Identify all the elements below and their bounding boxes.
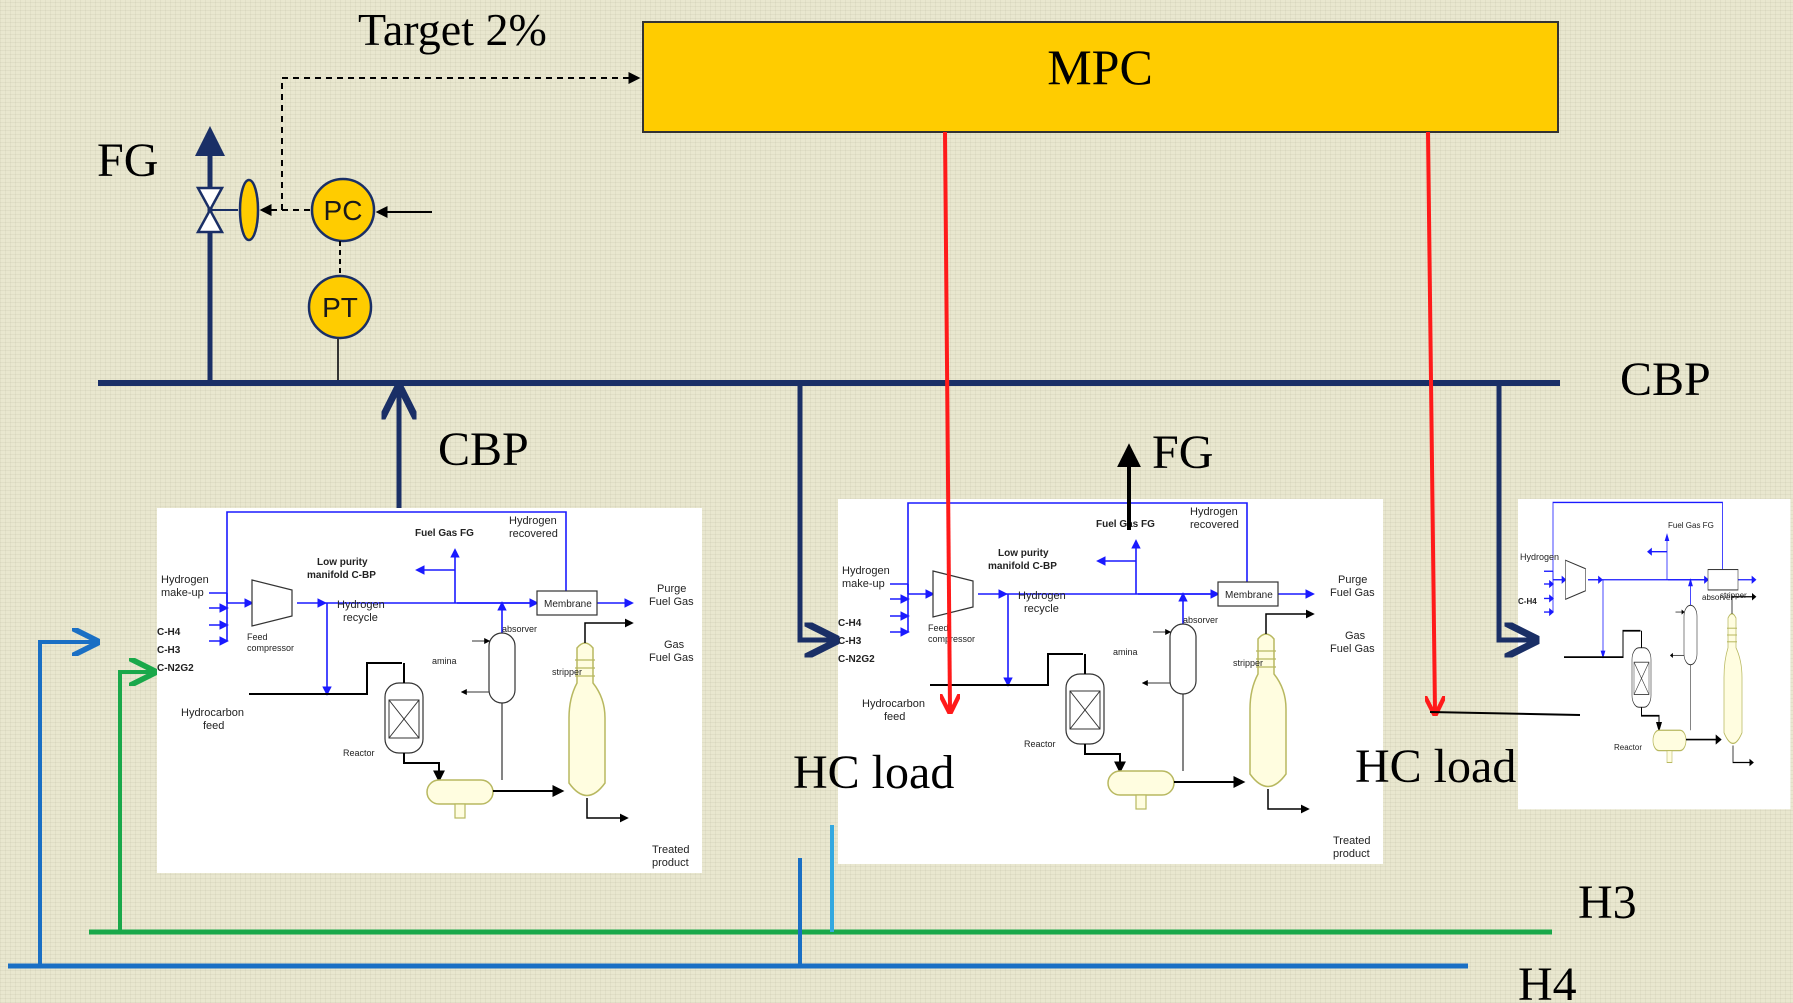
svg-text:Gas: Gas [664, 639, 685, 651]
pc-label: PC [324, 195, 363, 226]
svg-text:Fuel Gas FG: Fuel Gas FG [1668, 521, 1714, 530]
hc-feed-unit3 [1429, 711, 1581, 716]
svg-text:absorver: absorver [1183, 615, 1218, 625]
svg-text:Reactor: Reactor [343, 748, 375, 758]
svg-text:C-N2G2: C-N2G2 [838, 654, 875, 665]
svg-text:product: product [1333, 848, 1370, 860]
svg-text:manifold C-BP: manifold C-BP [988, 561, 1057, 572]
svg-text:product: product [652, 857, 689, 869]
svg-text:Membrane: Membrane [544, 599, 592, 610]
mpc-mv-line-1 [945, 131, 950, 710]
cbp-drop-unit3 [1496, 383, 1536, 640]
svg-text:amina: amina [1113, 647, 1138, 657]
svg-text:Feed: Feed [928, 623, 949, 633]
h3-riser-unit1 [118, 672, 154, 932]
svg-text:manifold C-BP: manifold C-BP [307, 570, 376, 581]
process-unit-2: Hydrogen make-up C-H4 C-H3 C-N2G2 Feed c… [838, 499, 1383, 864]
fg-mid-label: FG [1152, 426, 1213, 479]
svg-text:stripper: stripper [552, 667, 582, 677]
svg-text:Hydrogen: Hydrogen [337, 599, 385, 611]
svg-text:recycle: recycle [343, 612, 378, 624]
svg-text:Hydrogen: Hydrogen [1018, 590, 1066, 602]
svg-text:Fuel Gas FG: Fuel Gas FG [1096, 519, 1155, 530]
fg-top-label: FG [97, 134, 158, 187]
svg-text:feed: feed [884, 711, 905, 723]
svg-text:C-H4: C-H4 [1518, 597, 1537, 606]
svg-text:Fuel Gas FG: Fuel Gas FG [415, 528, 474, 539]
svg-text:C-H4: C-H4 [157, 627, 181, 638]
svg-text:absorver: absorver [502, 624, 537, 634]
h3-label: H3 [1578, 876, 1637, 929]
h4-label: H4 [1518, 958, 1577, 1003]
svg-text:Gas: Gas [1345, 630, 1366, 642]
svg-text:recovered: recovered [509, 528, 558, 540]
svg-text:Reactor: Reactor [1614, 743, 1642, 752]
mpc-label: MPC [1047, 39, 1153, 95]
mpc-mv-line-2 [1428, 131, 1435, 712]
cbp-drop-unit2 [797, 383, 836, 640]
mpc-block [642, 21, 1559, 133]
pt-transmitter [307, 274, 373, 340]
svg-text:Low purity: Low purity [317, 557, 368, 568]
svg-text:Low purity: Low purity [998, 548, 1049, 559]
svg-text:Membrane: Membrane [1225, 590, 1273, 601]
control-valve-icon [195, 178, 260, 242]
process-unit-1: Hydrogen make-up C-H4 C-H3 C-N2G2 Feed c… [157, 508, 702, 873]
svg-text:C-H3: C-H3 [157, 645, 181, 656]
svg-text:Hydrogen: Hydrogen [842, 565, 890, 577]
svg-text:Purge: Purge [657, 583, 686, 595]
target-signal-line [281, 72, 641, 210]
svg-text:Treated: Treated [652, 844, 690, 856]
pt-label: PT [322, 292, 358, 323]
svg-text:Hydrogen: Hydrogen [161, 574, 209, 586]
svg-text:Hydrocarbon: Hydrocarbon [181, 707, 244, 719]
svg-text:Fuel Gas: Fuel Gas [649, 596, 694, 608]
hc-load-label-2: HC load [1355, 740, 1516, 793]
svg-text:Fuel Gas: Fuel Gas [1330, 643, 1375, 655]
svg-text:Hydrogen: Hydrogen [1190, 506, 1238, 518]
svg-text:Fuel Gas: Fuel Gas [649, 652, 694, 664]
process-unit-3 [1518, 499, 1791, 809]
svg-text:make-up: make-up [842, 578, 885, 590]
svg-text:stripper: stripper [1233, 658, 1263, 668]
svg-text:stripper: stripper [1720, 591, 1747, 600]
svg-text:recycle: recycle [1024, 603, 1059, 615]
svg-text:Treated: Treated [1333, 835, 1371, 847]
svg-text:compressor: compressor [928, 634, 975, 644]
svg-text:compressor: compressor [247, 643, 294, 653]
svg-text:Hydrogen: Hydrogen [1520, 552, 1559, 562]
svg-text:Feed: Feed [247, 632, 268, 642]
svg-text:Fuel Gas: Fuel Gas [1330, 587, 1375, 599]
target-label: Target 2% [358, 4, 547, 55]
svg-text:make-up: make-up [161, 587, 204, 599]
svg-text:Reactor: Reactor [1024, 739, 1056, 749]
svg-text:absorver: absorver [1702, 593, 1733, 602]
svg-text:Hydrogen: Hydrogen [509, 515, 557, 527]
h4-riser-unit1 [38, 642, 97, 966]
svg-text:C-N2G2: C-N2G2 [157, 663, 194, 674]
svg-text:amina: amina [432, 656, 457, 666]
svg-text:C-H4: C-H4 [838, 618, 862, 629]
cbp-right-label: CBP [1620, 353, 1711, 406]
svg-text:recovered: recovered [1190, 519, 1239, 531]
svg-text:C-H3: C-H3 [838, 636, 862, 647]
svg-text:Purge: Purge [1338, 574, 1367, 586]
pc-controller [310, 177, 376, 243]
svg-text:Hydrocarbon: Hydrocarbon [862, 698, 925, 710]
cbp-left-label: CBP [438, 423, 529, 476]
svg-text:feed: feed [203, 720, 224, 732]
hc-load-label-1: HC load [793, 746, 954, 799]
